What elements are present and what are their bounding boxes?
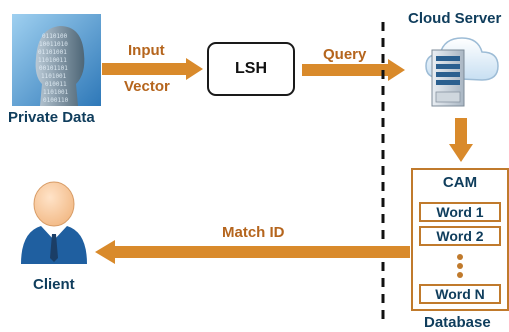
query-arrow xyxy=(302,59,406,81)
private-data-image: 0110100 10011010 01101001 11010011 00101… xyxy=(12,14,101,106)
svg-text:0100110: 0100110 xyxy=(43,97,69,104)
server-to-cam-arrow xyxy=(449,118,473,162)
match-id-label: Match ID xyxy=(222,224,285,241)
cam-word-1: Word 1 xyxy=(419,202,501,222)
lsh-box: LSH xyxy=(207,42,295,96)
svg-text:1101001: 1101001 xyxy=(43,89,69,96)
query-label: Query xyxy=(323,46,367,63)
network-boundary-line xyxy=(380,22,386,327)
match-id-arrow xyxy=(95,240,411,264)
svg-text:01101001: 01101001 xyxy=(38,49,67,56)
cam-title: CAM xyxy=(442,174,478,191)
cam-word-2: Word 2 xyxy=(419,226,501,246)
input-vector-arrow xyxy=(102,58,204,80)
client-label: Client xyxy=(33,276,75,293)
vector-label: Vector xyxy=(124,78,170,95)
svg-text:010011: 010011 xyxy=(45,81,67,88)
cloud-server-label: Cloud Server xyxy=(408,10,502,27)
cam-word-n: Word N xyxy=(419,284,501,304)
private-data-label: Private Data xyxy=(8,109,95,126)
cam-ellipsis xyxy=(457,254,463,281)
cam-box: CAM Word 1 Word 2 Word N xyxy=(411,168,509,311)
svg-text:11010011: 11010011 xyxy=(38,57,67,64)
lsh-label: LSH xyxy=(235,60,267,77)
svg-text:0110100: 0110100 xyxy=(42,33,68,40)
input-label: Input xyxy=(128,42,165,59)
svg-text:10011010: 10011010 xyxy=(39,41,68,48)
client-avatar-icon xyxy=(17,178,91,269)
cloud-server-icon xyxy=(418,30,504,115)
svg-text:1101001: 1101001 xyxy=(41,73,67,80)
svg-text:00101101: 00101101 xyxy=(39,65,68,72)
database-label: Database xyxy=(424,314,491,331)
